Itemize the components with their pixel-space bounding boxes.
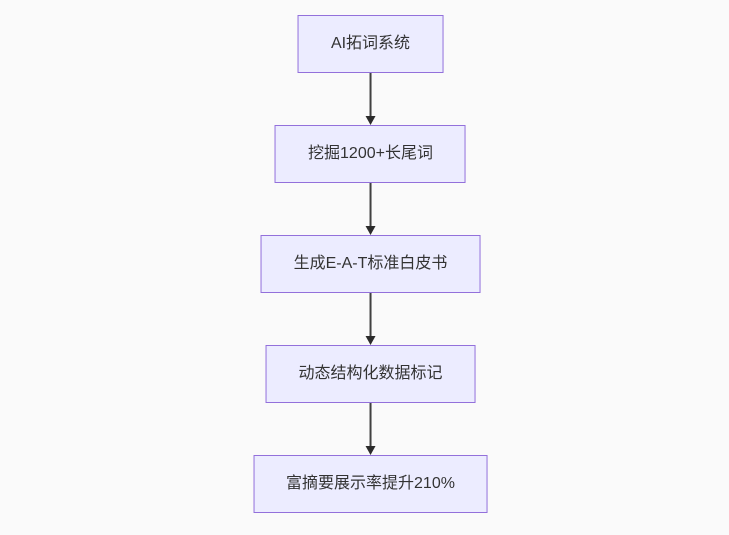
- arrow-down-icon: [365, 73, 377, 125]
- flow-node-structured-data: 动态结构化数据标记: [265, 345, 476, 403]
- arrowhead-icon: [365, 446, 376, 455]
- arrow-line: [369, 183, 372, 227]
- arrow-line: [369, 403, 372, 447]
- flow-node-rich-snippet-rate: 富摘要展示率提升210%: [253, 455, 488, 513]
- flow-node-longtail-keywords: 挖掘1200+长尾词: [275, 125, 466, 183]
- arrowhead-icon: [365, 226, 376, 235]
- arrow-down-icon: [365, 293, 377, 345]
- flowchart: AI拓词系统 挖掘1200+长尾词 生成E-A-T标准白皮书 动态结构化数据标记…: [253, 15, 488, 513]
- arrow-line: [369, 293, 372, 337]
- arrowhead-icon: [365, 336, 376, 345]
- arrow-down-icon: [365, 183, 377, 235]
- arrow-line: [369, 73, 372, 117]
- flow-node-eat-whitepaper: 生成E-A-T标准白皮书: [260, 235, 481, 293]
- arrowhead-icon: [365, 116, 376, 125]
- flow-node-ai-word-system: AI拓词系统: [297, 15, 444, 73]
- arrow-down-icon: [365, 403, 377, 455]
